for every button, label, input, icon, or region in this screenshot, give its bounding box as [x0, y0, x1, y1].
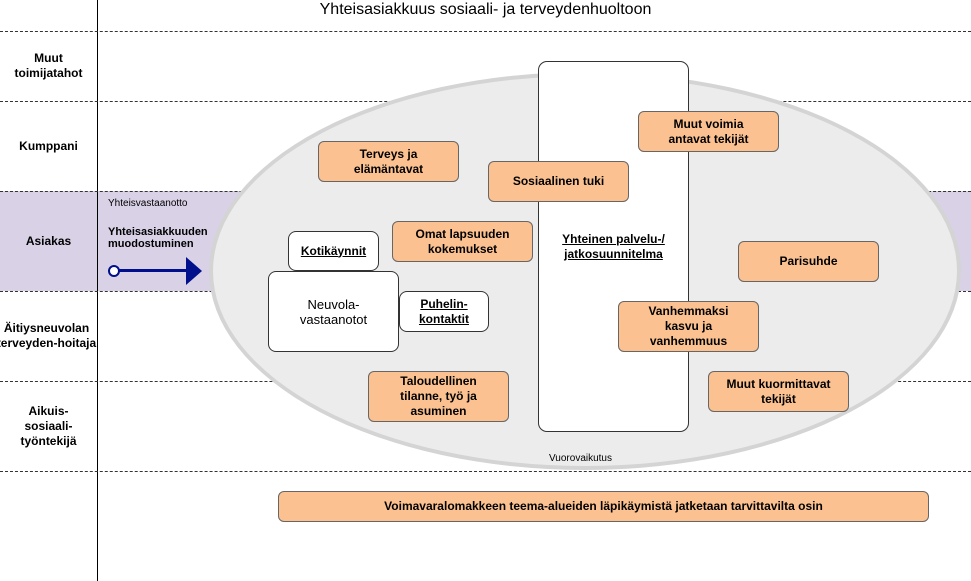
sosiaalinen-tuki-box: Sosiaalinen tuki: [488, 161, 629, 202]
arrow-shaft: [118, 269, 188, 272]
voimavaralomake-box: Voimavaralomakkeen teema-alueiden läpikä…: [278, 491, 929, 522]
arrow-right-icon: [186, 257, 202, 285]
puhelinkontaktit-box: Puhelin-kontaktit: [399, 291, 489, 332]
lane-label-asiakas: Asiakas: [25, 233, 72, 248]
lane-label-kumppani: Kumppani: [19, 138, 78, 153]
parisuhde-box: Parisuhde: [738, 241, 879, 282]
lane-divider: [0, 471, 971, 472]
neuvolavastaanotot-box: Neuvola-vastaanotot: [268, 271, 399, 352]
terveys-elamantavat-box: Terveys ja elämäntavat: [318, 141, 459, 182]
lane-divider: [0, 31, 971, 32]
vuorovaikutus-label: Vuorovaikutus: [549, 453, 612, 464]
omat-lapsuuden-kokemukset-box: Omat lapsuuden kokemukset: [392, 221, 533, 262]
muut-voimia-antavat-box: Muut voimia antavat tekijät: [638, 111, 779, 152]
arrow-start-icon: [108, 265, 120, 277]
diagram-title: Yhteisasiakkuus sosiaali- ja terveydenhu…: [319, 1, 652, 18]
yhteisvastaanotto-label: Yhteisvastaanotto: [108, 198, 188, 209]
lane-divider-vertical: [97, 0, 98, 581]
yhteisasiakkuuden-muodostuminen-label: Yhteisasiakkuuden muodostuminen: [108, 226, 208, 250]
kotikaynnit-box: Kotikäynnit: [288, 231, 379, 271]
vanhemmaksi-kasvu-box: Vanhemmaksi kasvu ja vanhemmuus: [618, 301, 759, 352]
muut-kuormittavat-box: Muut kuormittavat tekijät: [708, 371, 849, 412]
taloudellinen-tilanne-box: Taloudellinen tilanne, työ ja asuminen: [368, 371, 509, 422]
lane-label-muut-toimijatahot: Muut toimijatahot: [14, 51, 83, 80]
lane-label-aikuissosiaalityontekija: Aikuis-sosiaali-työntekijä: [20, 403, 77, 448]
lane-label-aitiysneuvola: Äitiysneuvolan terveyden-hoitaja: [0, 321, 97, 350]
